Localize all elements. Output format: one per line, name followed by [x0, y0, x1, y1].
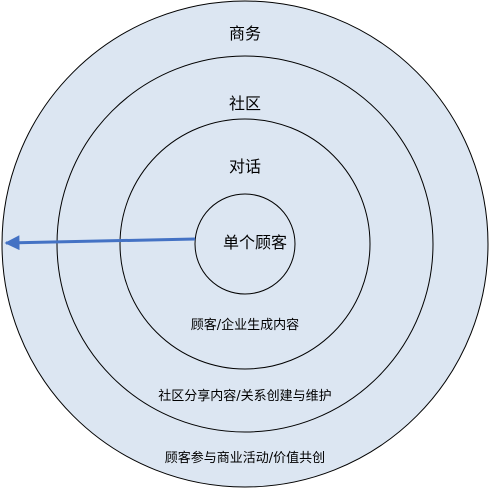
ring-individual-customer [194, 193, 296, 295]
ring-title-commerce: 商务 [229, 24, 261, 43]
ring-title-individual-customer: 单个顾客 [223, 233, 287, 252]
ring-caption-dialogue: 顾客/企业生成内容 [191, 317, 299, 333]
ring-caption-community: 社区分享内容/关系创建与维护 [158, 388, 331, 404]
ring-title-dialogue: 对话 [229, 157, 261, 176]
ring-title-community: 社区 [229, 94, 261, 113]
outward-arrow [4, 235, 196, 251]
ring-caption-commerce: 顾客参与商业活动/价值共创 [165, 450, 325, 466]
